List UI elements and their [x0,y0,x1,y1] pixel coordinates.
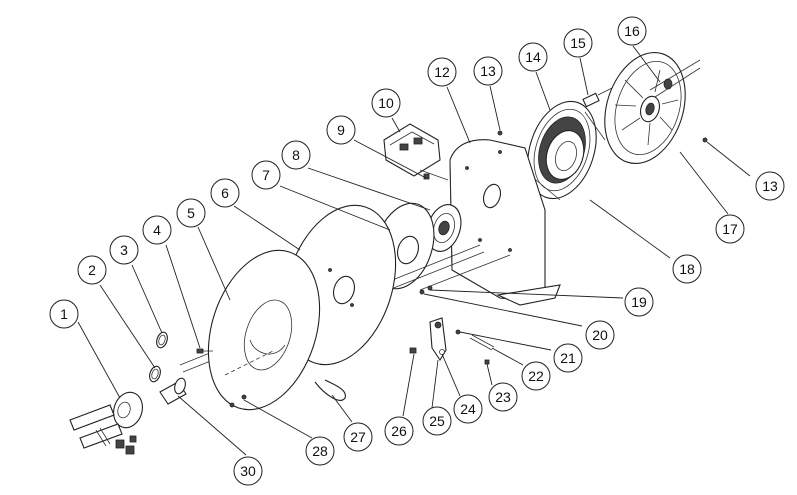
svg-text:12: 12 [434,64,450,80]
svg-text:20: 20 [592,327,608,343]
svg-text:25: 25 [429,413,445,429]
svg-text:23: 23 [495,389,511,405]
callout-part-12: 12 [427,57,457,87]
callout-part-18: 18 [672,254,702,284]
inlet-fitting-1 [69,391,143,455]
pin-15 [582,87,613,108]
svg-text:28: 28 [312,443,328,459]
svg-text:6: 6 [221,185,229,201]
callout-part-25: 25 [422,406,452,436]
callout-part-24: 24 [453,394,483,424]
svg-text:22: 22 [528,368,544,384]
svg-text:1: 1 [60,306,68,322]
rear-cover-17 [604,51,686,165]
small-fasteners [229,130,708,408]
callout-part-16: 16 [617,16,647,46]
callout-part-22: 22 [521,361,551,391]
callout-part-30: 30 [233,456,263,486]
svg-text:5: 5 [187,205,195,221]
svg-text:13: 13 [480,63,496,79]
hose-guide-27 [314,379,346,401]
svg-text:30: 30 [240,463,256,479]
callout-part-1: 1 [49,299,79,329]
callout-part-21: 21 [553,343,583,373]
callout-part-19: 19 [624,287,654,317]
callout-part-10: 10 [371,88,401,118]
callout-part-26: 26 [384,416,414,446]
callout-part-23: 23 [488,382,518,412]
svg-text:18: 18 [679,261,695,277]
frame-12 [449,139,561,306]
svg-text:13: 13 [762,178,778,194]
svg-text:10: 10 [378,95,394,111]
svg-text:7: 7 [262,167,270,183]
callout-part-8: 8 [281,140,311,170]
pawl-assembly [409,317,495,365]
svg-text:2: 2 [88,262,96,278]
callout-part-2: 2 [77,255,107,285]
svg-text:21: 21 [560,350,576,366]
part-callouts: 1 2 3 4 5 6 7 8 [49,16,785,486]
front-ring-5 [207,249,321,411]
callout-part-3: 3 [109,235,139,265]
shaft-16 [649,59,701,98]
svg-text:14: 14 [525,49,541,65]
svg-text:9: 9 [337,122,345,138]
callout-part-4: 4 [142,215,172,245]
svg-text:26: 26 [391,423,407,439]
callout-part-5: 5 [176,198,206,228]
callout-part-15: 15 [563,28,593,58]
svg-text:17: 17 [722,221,738,237]
callout-part-13-right: 13 [755,171,785,201]
svg-text:24: 24 [460,401,476,417]
svg-text:19: 19 [631,294,647,310]
spring-drum-14 [527,100,606,201]
callout-part-9: 9 [326,115,356,145]
svg-text:16: 16 [624,23,640,39]
svg-text:15: 15 [570,35,586,51]
o-rings-2-3 [149,331,168,383]
callout-part-6: 6 [210,178,240,208]
callout-part-27: 27 [343,422,373,452]
callout-part-14: 14 [518,42,548,72]
svg-text:3: 3 [120,242,128,258]
swivel-30 [159,377,187,405]
callout-part-20: 20 [585,320,615,350]
leader-lines [77,45,751,456]
bracket-10 [383,123,449,181]
svg-text:27: 27 [350,429,366,445]
screw-4 [196,348,213,354]
callout-part-17: 17 [715,214,745,244]
svg-text:4: 4 [153,222,161,238]
callout-part-13-top: 13 [473,56,503,86]
callout-part-7: 7 [251,160,281,190]
callout-part-28: 28 [305,436,335,466]
svg-text:8: 8 [292,147,300,163]
